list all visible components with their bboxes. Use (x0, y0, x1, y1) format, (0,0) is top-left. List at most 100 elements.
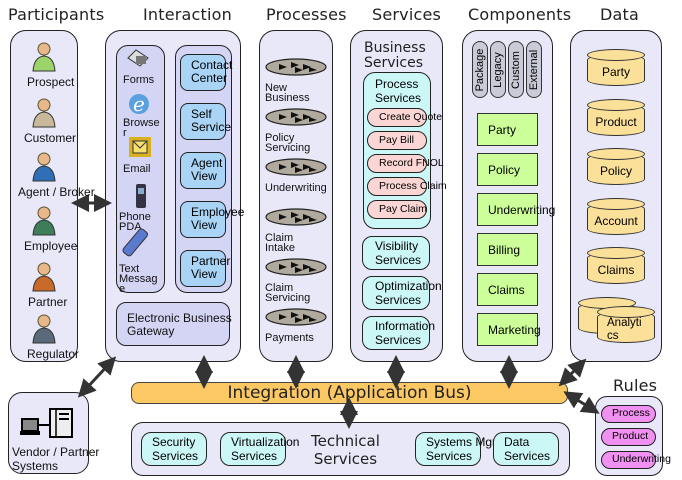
process-label: Claim Servicing (265, 282, 311, 304)
participant-label: Prospect (27, 75, 75, 89)
agent-at-desk-icon (28, 150, 60, 182)
rules-title: Rules (613, 376, 658, 395)
process-service-item[interactable]: Process Claim (367, 177, 447, 196)
source-label: External (528, 49, 540, 90)
technical-services-title: Technical Services (311, 432, 380, 468)
process-label: Payments (265, 332, 314, 344)
process-label: Underwriting (265, 182, 327, 194)
family-icon (28, 96, 60, 128)
channel-label: Forms (123, 74, 155, 86)
government-building-icon (28, 312, 60, 344)
source-label: Custom (510, 50, 522, 89)
analytics-label: Analyti cs (607, 317, 642, 342)
component-box[interactable]: Marketing (477, 313, 541, 346)
component-box[interactable]: Billing (477, 233, 538, 266)
interaction-view-box[interactable]: Agent View (180, 152, 226, 189)
component-box[interactable]: Claims (477, 273, 538, 306)
column-title-services: Services (372, 5, 442, 24)
technical-service-box[interactable]: Data Services (493, 432, 559, 466)
interaction-view-box[interactable]: Self Service (180, 103, 231, 140)
source-label: Legacy (492, 51, 504, 88)
interaction-view-box[interactable]: Employee View (180, 201, 244, 238)
process-label: Claim Intake (265, 232, 295, 254)
woman-on-phone-icon (28, 40, 60, 72)
column-title-participants: Participants (8, 5, 105, 24)
process-flow-icon[interactable] (265, 158, 327, 176)
participant-label: Customer (24, 131, 77, 145)
data-store-label: Account (594, 213, 638, 228)
source-custom[interactable]: Custom (508, 41, 524, 98)
svg-text:e: e (133, 92, 145, 116)
business-services-title: Business Services (364, 40, 426, 71)
interaction-view-box[interactable]: Partner View (180, 250, 230, 287)
analytics-store[interactable]: Analyti cs (597, 306, 655, 346)
rule-item[interactable]: Product (601, 428, 656, 446)
column-title-processes: Processes (266, 5, 347, 24)
technical-service-box[interactable]: Virtualization Services (220, 432, 299, 466)
column-title-components: Components (468, 5, 572, 24)
source-external[interactable]: External (526, 41, 542, 98)
arrow-vendor-interaction (77, 356, 117, 398)
process-service-item[interactable]: Create Quote (367, 108, 442, 127)
source-package[interactable]: Package (472, 41, 488, 98)
interaction-view-box[interactable]: Contact Center (180, 54, 232, 91)
process-label: Policy Servicing (265, 132, 311, 154)
rule-item[interactable]: Underwriting (601, 451, 671, 469)
technical-service-box[interactable]: Security Services (141, 432, 207, 466)
process-flow-icon[interactable] (265, 308, 327, 326)
channel-label: Text Messag e (119, 263, 158, 295)
electronic-business-gateway[interactable]: Electronic Business Gateway (116, 302, 232, 346)
process-flow-icon[interactable] (265, 108, 327, 126)
email-icon[interactable] (128, 136, 152, 162)
process-service-item[interactable]: Pay Claim (367, 200, 427, 219)
participant-label: Partner (28, 295, 68, 309)
data-store[interactable]: Policy (587, 148, 645, 188)
employee-at-computer-icon (28, 204, 60, 236)
partner-at-computer-icon (28, 260, 60, 292)
text-message-phone-icon[interactable] (120, 228, 152, 262)
arrow-data-bus (558, 358, 587, 387)
column-title-interaction: Interaction (143, 5, 233, 24)
service-box[interactable]: Visibility Services (362, 236, 430, 270)
participant-label: Regulator (27, 347, 80, 361)
data-store[interactable]: Product (587, 98, 645, 139)
process-flow-icon[interactable] (265, 258, 327, 276)
component-box[interactable]: Policy (477, 153, 538, 186)
channel-label: Phone PDA (119, 211, 151, 233)
technical-service-box[interactable]: Systems Mgr Services (415, 432, 496, 466)
service-box[interactable]: Information Services (362, 316, 435, 350)
data-store[interactable]: Claims (587, 247, 645, 287)
data-store[interactable]: Account (587, 197, 645, 238)
process-flow-icon[interactable] (265, 208, 327, 226)
column-title-data: Data (600, 5, 640, 24)
processes-panel (259, 30, 333, 362)
channel-label: Browse r (123, 117, 160, 139)
data-store-label: Claims (597, 263, 635, 277)
mobile-phone-icon[interactable] (133, 182, 149, 214)
data-store-label: Policy (599, 164, 632, 178)
vendor-partner-label: Vendor / Partner Systems (12, 445, 100, 473)
forms-icon[interactable] (126, 48, 150, 72)
process-service-item[interactable]: Pay Bill (367, 131, 427, 150)
data-store-label: Product (595, 114, 637, 129)
participant-label: Employee (24, 239, 78, 253)
internet-explorer-icon[interactable]: e (127, 92, 151, 120)
data-store[interactable]: Party (587, 49, 645, 89)
service-box[interactable]: Optimization Services (362, 276, 442, 310)
participant-label: Agent / Broker (18, 185, 95, 199)
component-box[interactable]: Underwriting (477, 193, 555, 226)
process-flow-icon[interactable] (265, 58, 327, 76)
gateway-label: Electronic Business Gateway (127, 311, 232, 338)
computer-server-icon (20, 408, 73, 438)
component-box[interactable]: Party (477, 113, 538, 146)
process-service-item[interactable]: Record FNOL (367, 154, 444, 173)
source-legacy[interactable]: Legacy (490, 41, 506, 98)
arrow-bus-rules (563, 391, 600, 414)
channel-label: Email (123, 163, 151, 175)
data-store-label: Party (601, 65, 630, 79)
process-label: New Business (265, 82, 310, 104)
process-services-title: Process Services (375, 77, 422, 105)
rule-item[interactable]: Process (601, 405, 656, 423)
source-label: Package (474, 48, 486, 91)
